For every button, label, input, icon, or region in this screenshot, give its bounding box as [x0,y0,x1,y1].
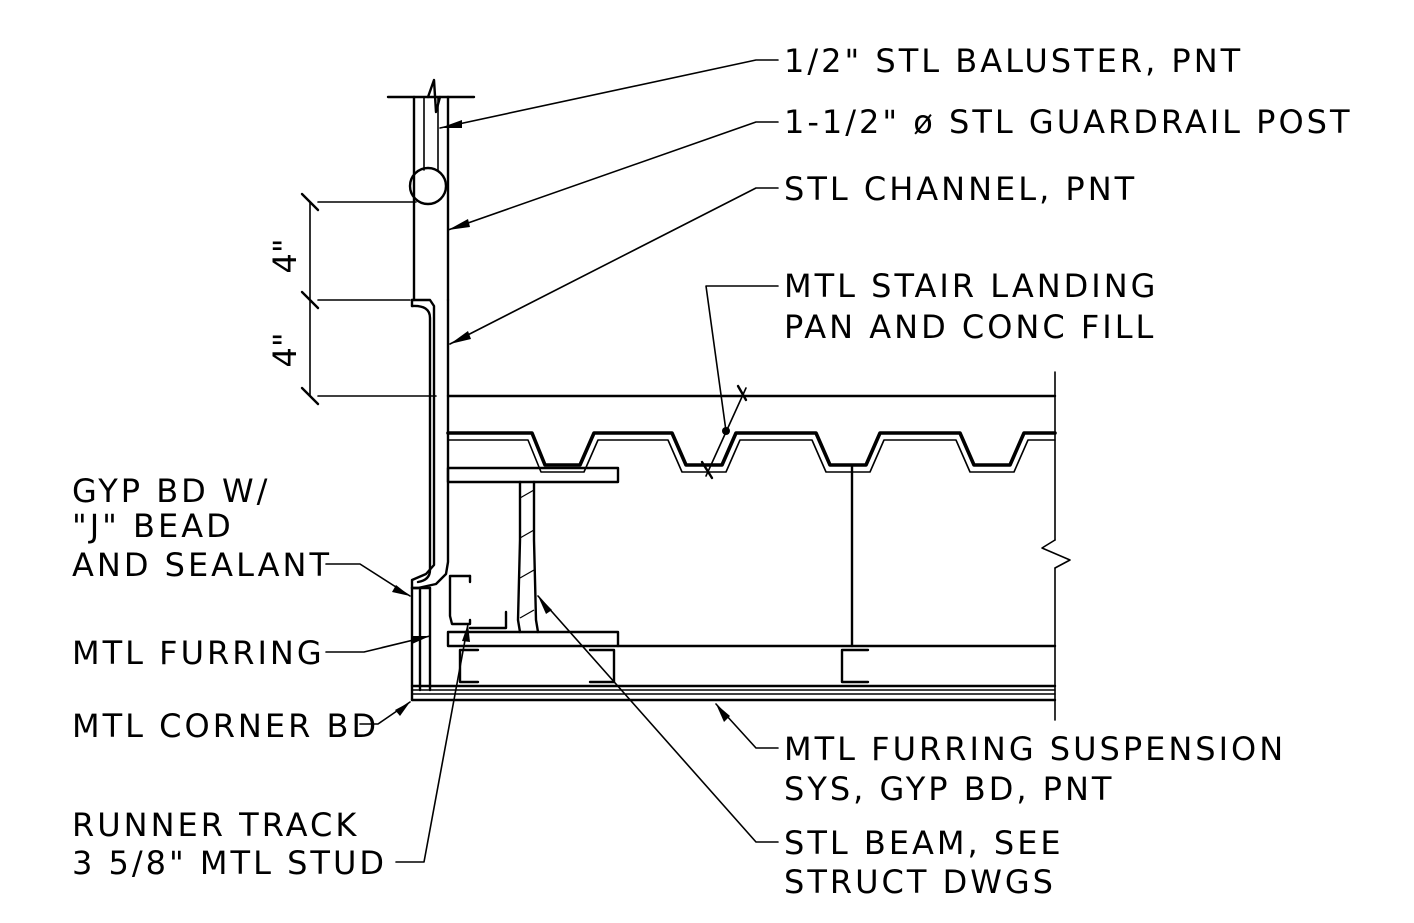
dimension-lower: 4" [266,332,304,367]
leader-corner-bd [359,701,411,725]
callout-channel: STL CHANNEL, PNT [784,170,1137,208]
metal-deck-pan [446,431,1057,473]
leader-beam [537,595,779,843]
guardrail-post [408,166,448,206]
callout-gyp-line2: "J" BEAD [72,507,234,545]
leader-gyp-bd [325,563,411,597]
callout-landing-line1: MTL STAIR LANDING [784,267,1158,305]
baluster [386,78,476,302]
callout-suspension-line1: MTL FURRING SUSPENSION [784,730,1286,768]
steel-beam [446,463,854,648]
callout-gyp-line3: AND SEALANT [72,546,332,584]
leader-channel [449,187,779,345]
leader-guardrail-post [447,121,779,231]
callout-baluster: 1/2" STL BALUSTER, PNT [784,42,1243,80]
leader-suspension [715,703,779,749]
callout-furring: MTL FURRING [72,634,325,672]
callout-runner-line1: RUNNER TRACK [72,806,359,844]
leader-furring [325,635,431,653]
leader-runner-track [395,623,470,863]
callout-gyp-line1: GYP BD W/ [72,472,270,510]
callout-beam-line2: STRUCT DWGS [784,863,1056,901]
leader-landing [705,285,779,432]
deck-thickness-marker [700,384,748,480]
dimension-lines [300,192,437,406]
dimension-upper: 4" [266,238,304,273]
leader-baluster [439,59,779,129]
callout-runner-line2: 3 5/8" MTL STUD [72,844,387,882]
callout-landing-line2: PAN AND CONC FILL [784,308,1156,346]
metal-stud-and-furring [410,574,1057,702]
landing-top-surface [446,371,1071,721]
callout-suspension-line2: SYS, GYP BD, PNT [784,770,1114,808]
callout-beam-line1: STL BEAM, SEE [784,824,1064,862]
callout-guardrail-post: 1-1/2" ø STL GUARDRAIL POST [784,103,1353,141]
ceiling-gypsum-board [410,684,1057,702]
steel-channel [410,298,450,590]
callout-corner-bd: MTL CORNER BD [72,707,379,745]
